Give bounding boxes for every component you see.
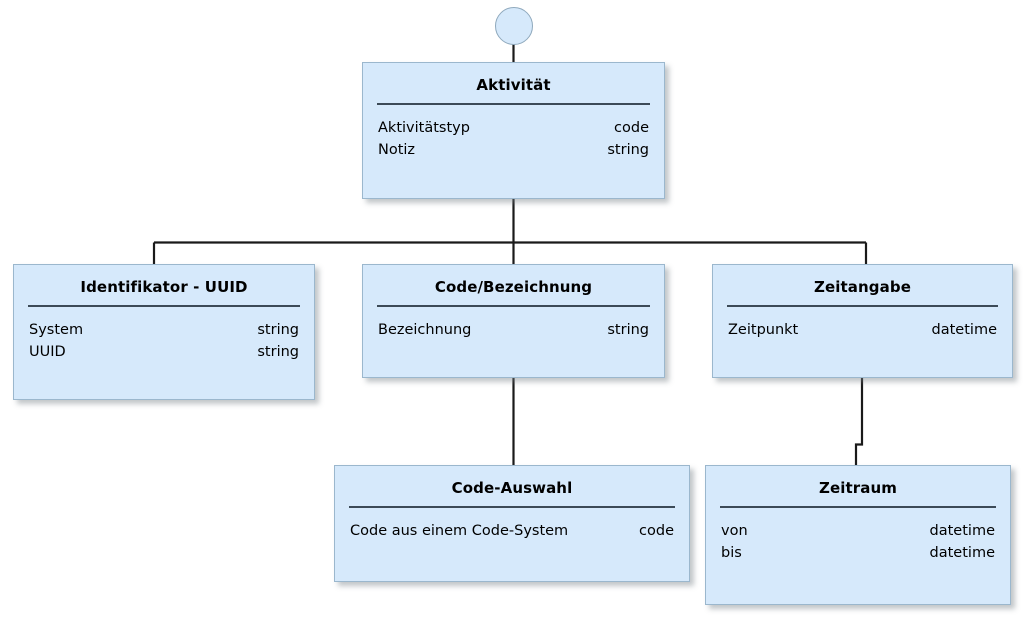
attribute-type: string <box>607 142 649 158</box>
attribute-list: System string UUID string <box>14 307 314 363</box>
class-title-zeitangabe: Zeitangabe <box>814 278 911 296</box>
attribute-name: Code aus einem Code-System <box>350 523 569 539</box>
class-box-identifikator-uuid[interactable]: Identifikator - UUID System string UUID … <box>13 264 315 400</box>
attribute-type: string <box>257 322 299 338</box>
attribute-row: Zeitpunkt datetime <box>728 319 997 341</box>
class-title-zeitraum: Zeitraum <box>819 479 897 497</box>
attribute-name: System <box>29 322 84 338</box>
title-separator <box>28 305 300 307</box>
class-box-zeitangabe[interactable]: Zeitangabe Zeitpunkt datetime <box>712 264 1013 378</box>
attribute-row: Notiz string <box>378 139 649 161</box>
class-title-code-bezeichnung: Code/Bezeichnung <box>434 278 593 296</box>
title-separator <box>377 305 650 307</box>
title-separator <box>349 506 675 508</box>
attribute-type: string <box>607 322 649 338</box>
root-connector-circle[interactable] <box>495 7 533 45</box>
title-separator <box>720 506 996 508</box>
attribute-type: code <box>639 523 674 539</box>
attribute-row: Code aus einem Code-System code <box>350 520 674 542</box>
attribute-type: datetime <box>931 322 997 338</box>
title-separator <box>377 103 650 105</box>
attribute-name: Bezeichnung <box>378 322 472 338</box>
class-box-zeitraum[interactable]: Zeitraum von datetime bis datetime <box>705 465 1011 605</box>
attribute-name: von <box>721 523 748 539</box>
attribute-list: Bezeichnung string <box>363 307 664 341</box>
attribute-row: von datetime <box>721 520 995 542</box>
attribute-type: string <box>257 344 299 360</box>
attribute-row: Bezeichnung string <box>378 319 649 341</box>
attribute-row: System string <box>29 319 299 341</box>
attribute-list: Aktivitätstyp code Notiz string <box>363 105 664 161</box>
attribute-name: Notiz <box>378 142 416 158</box>
attribute-row: bis datetime <box>721 542 995 564</box>
attribute-type: code <box>614 120 649 136</box>
class-box-aktivitaet[interactable]: Aktivität Aktivitätstyp code Notiz strin… <box>362 62 665 199</box>
class-title-code-auswahl: Code-Auswahl <box>451 479 573 497</box>
attribute-row: Aktivitätstyp code <box>378 117 649 139</box>
attribute-name: bis <box>721 545 742 561</box>
attribute-name: UUID <box>29 344 66 360</box>
attribute-list: Code aus einem Code-System code <box>335 508 689 542</box>
class-title-aktivitaet: Aktivität <box>476 76 551 94</box>
attribute-list: Zeitpunkt datetime <box>713 307 1012 341</box>
attribute-type: datetime <box>929 545 995 561</box>
class-title-identifikator-uuid: Identifikator - UUID <box>80 278 248 296</box>
title-separator <box>727 305 998 307</box>
edge-zeitangabe-to-zeitraum <box>854 378 864 465</box>
attribute-name: Zeitpunkt <box>728 322 799 338</box>
class-box-code-bezeichnung[interactable]: Code/Bezeichnung Bezeichnung string <box>362 264 665 378</box>
attribute-type: datetime <box>929 523 995 539</box>
class-box-code-auswahl[interactable]: Code-Auswahl Code aus einem Code-System … <box>334 465 690 582</box>
attribute-row: UUID string <box>29 341 299 363</box>
attribute-name: Aktivitätstyp <box>378 120 470 136</box>
attribute-list: von datetime bis datetime <box>706 508 1010 564</box>
